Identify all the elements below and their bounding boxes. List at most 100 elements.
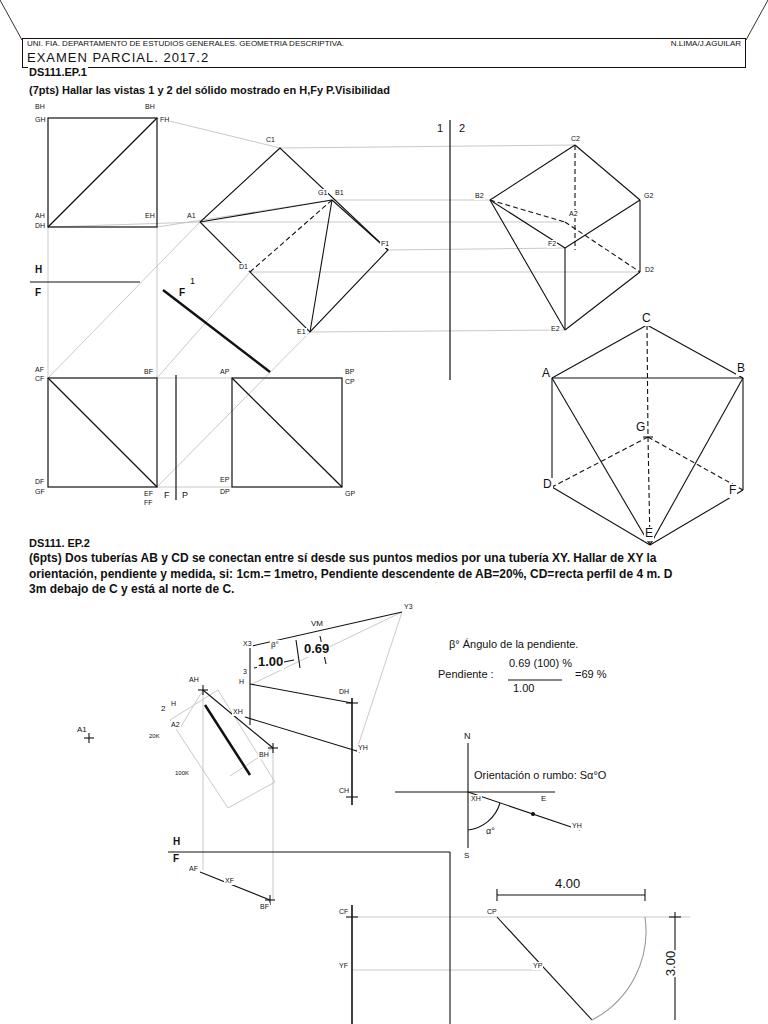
isometric-solid — [648, 437, 743, 490]
front-profile-view — [644, 889, 645, 901]
pipe-projection — [296, 640, 300, 668]
projector-line — [352, 970, 540, 971]
auxiliary-view — [310, 200, 332, 332]
orthographic-view — [232, 378, 342, 487]
label-text: A1 — [76, 725, 88, 734]
orientation-compass — [395, 791, 555, 792]
header-text: UNI. FIA. DEPARTAMENTO DE ESTUDIOS GENER… — [27, 40, 344, 49]
front-profile-view — [508, 679, 562, 680]
label-text: CF — [34, 375, 45, 383]
projector-line — [157, 332, 310, 487]
isometric-solid — [552, 378, 650, 545]
orthographic-view — [175, 375, 176, 500]
label-text: E1 — [296, 328, 307, 336]
label-text: 0.69 (100) % — [508, 657, 573, 670]
projector-line — [273, 748, 274, 900]
label-text: B2 — [474, 192, 485, 200]
projector-line — [252, 612, 402, 684]
orientation-compass — [395, 743, 580, 848]
label-text: 1.00 — [512, 682, 535, 695]
orientation-compass — [468, 792, 580, 830]
label-text: A2 — [568, 210, 579, 218]
label-text: D2 — [644, 266, 655, 274]
orthographic-view — [30, 118, 450, 500]
pipe-projection — [346, 796, 358, 797]
projector-line — [228, 782, 275, 808]
label-text: F — [172, 853, 180, 865]
projector-line — [48, 222, 200, 227]
header-box: UNI. FIA. DEPARTAMENTO DE ESTUDIOS GENER… — [22, 38, 746, 68]
projector-line — [356, 612, 402, 752]
label-text: FH — [159, 116, 170, 124]
header-text: EXAMEN PARCIAL. 2017.2 — [27, 51, 209, 65]
pipe-projection — [84, 612, 402, 805]
label-text: C2 — [570, 135, 581, 143]
label-text: AH — [34, 212, 46, 220]
orthographic-view — [163, 290, 270, 372]
label-text: H — [172, 836, 181, 848]
label-text: BH — [258, 751, 270, 759]
auxiliary-view — [565, 272, 640, 330]
auxiliary-view — [564, 248, 565, 330]
orthographic-view — [30, 281, 140, 282]
pipe-projection — [205, 705, 250, 775]
orientation-compass — [467, 743, 468, 848]
front-profile-view — [497, 917, 592, 1020]
label-text: H — [34, 264, 43, 276]
label-text: CH — [338, 787, 350, 795]
label-text: N — [463, 731, 472, 741]
projector-line — [48, 227, 49, 378]
label-text: YF — [338, 962, 349, 970]
projector-line — [203, 690, 204, 870]
label-text: BF — [143, 368, 154, 376]
label-text: β° Ángulo de la pendiente. — [448, 638, 579, 651]
label-text: X3 — [242, 640, 253, 648]
isometric-solid — [650, 378, 743, 545]
auxiliary-view — [490, 145, 575, 200]
projector-line — [332, 200, 490, 201]
front-profile-view — [669, 916, 681, 917]
isometric-solid — [552, 487, 650, 545]
label-text: DP — [219, 488, 231, 496]
label-text: 20K — [148, 733, 161, 740]
pipe-projection — [88, 733, 89, 743]
pipe-projection — [249, 640, 250, 725]
label-text: 3 — [242, 668, 248, 676]
label-text: (6pts) Dos tuberías AB y CD se conectan … — [28, 551, 690, 598]
label-text: E — [644, 527, 654, 541]
projector-line — [250, 272, 640, 273]
label-text: C1 — [265, 136, 276, 144]
label-text: FF — [143, 499, 154, 507]
label-text: E2 — [550, 325, 561, 333]
auxiliary-view — [575, 145, 640, 200]
front-profile-view — [168, 680, 681, 1024]
label-text: F — [178, 287, 186, 299]
isometric-solid — [552, 325, 743, 545]
label-text: EF — [143, 490, 154, 498]
label-text: A — [541, 367, 551, 381]
isometric-solid — [643, 436, 653, 437]
corner-line — [0, 0, 22, 40]
label-text: XH — [470, 795, 482, 803]
projector-line — [280, 145, 575, 148]
orthographic-view — [48, 378, 157, 487]
label-text: H — [238, 678, 245, 686]
auxiliary-view — [565, 222, 640, 272]
projector-line — [48, 118, 690, 970]
label-text: XF — [224, 877, 235, 885]
label-text: 2 — [160, 704, 166, 713]
auxiliary-view — [250, 200, 332, 272]
label-text: Orientación o rumbo: Sα°O — [473, 769, 607, 782]
label-text: C — [641, 312, 652, 326]
label-text: 1 — [436, 122, 444, 135]
orientation-compass — [532, 813, 535, 816]
front-profile-view — [496, 889, 497, 901]
projector-line — [157, 272, 250, 378]
isometric-solid — [742, 378, 743, 490]
isometric-solid — [552, 437, 648, 487]
pipe-projection — [272, 743, 273, 753]
label-text: A2 — [170, 721, 181, 729]
label-text: Y3 — [403, 603, 414, 611]
label-text: YH — [357, 744, 369, 752]
